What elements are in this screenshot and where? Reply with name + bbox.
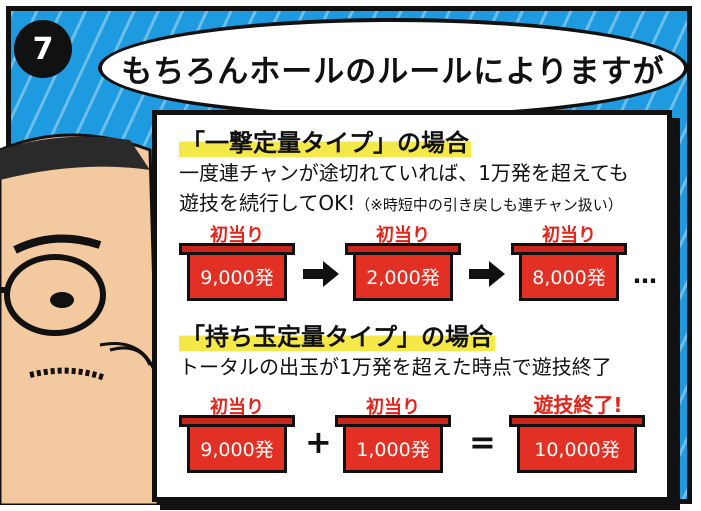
section2-line1: トータルの出玉が1万発を超えた時点で遊技終了 bbox=[179, 355, 612, 379]
info-card: 「一撃定量タイプ」の場合 一度連チャンが途切れていれば、1万発を超えても 遊技を… bbox=[152, 110, 672, 502]
flow2-item2-value: 1,000発 bbox=[356, 439, 430, 461]
section2-heading: 「持ち玉定量タイプ」の場合 bbox=[179, 317, 495, 352]
flow2-item1-value: 9,000発 bbox=[200, 439, 274, 461]
man-face-illustration bbox=[0, 133, 162, 505]
section2-heading-text: 「持ち玉定量タイプ」の場合 bbox=[179, 323, 495, 351]
flow1-item2-label: 初当り bbox=[376, 225, 430, 246]
flow2-item1-tray: 9,000発 bbox=[179, 415, 295, 473]
result-tray: 10,000発 bbox=[509, 415, 645, 473]
section1-heading-text: 「一撃定量タイプ」の場合 bbox=[179, 129, 471, 157]
flow2-item2-tray: 1,000発 bbox=[335, 415, 451, 473]
result-value: 10,000発 bbox=[534, 439, 620, 461]
section1-heading: 「一撃定量タイプ」の場合 bbox=[179, 123, 471, 158]
panel-number-badge: 7 bbox=[14, 20, 72, 78]
flow1-item1-label: 初当り bbox=[210, 225, 264, 246]
section1-line2: 遊技を続行してOK!（※時短中の引き戻しも連チャン扱い） bbox=[179, 189, 623, 219]
speech-bubble: もちろんホールのルールによりますが bbox=[98, 18, 688, 118]
flow1-item2-tray: 2,000発 bbox=[345, 243, 461, 301]
continuation-dots: … bbox=[633, 261, 658, 289]
section1-line2-main: 遊技を続行してOK! bbox=[179, 191, 356, 215]
section1-line1: 一度連チャンが途切れていれば、1万発を超えても bbox=[179, 161, 629, 185]
section1-line2-note: （※時短中の引き戻しも連チャン扱い） bbox=[355, 196, 623, 214]
flow1-item1-value: 9,000発 bbox=[200, 267, 274, 289]
flow1-item3-value: 8,000発 bbox=[532, 267, 606, 289]
arrow-right-icon bbox=[469, 261, 505, 287]
flow2-item2-label: 初当り bbox=[366, 397, 420, 418]
equals-sign: = bbox=[469, 423, 496, 461]
plus-sign: + bbox=[305, 423, 332, 461]
result-label: 遊技終了! bbox=[533, 393, 623, 417]
flow2-item1-label: 初当り bbox=[210, 397, 264, 418]
speech-bubble-text: もちろんホールのルールによりますが bbox=[121, 53, 665, 90]
flow1-item3-label: 初当り bbox=[542, 225, 596, 246]
flow1-item1-tray: 9,000発 bbox=[179, 243, 295, 301]
flow1-item3-tray: 8,000発 bbox=[511, 243, 627, 301]
arrow-right-icon bbox=[303, 261, 339, 287]
flow1-item2-value: 2,000発 bbox=[366, 267, 440, 289]
